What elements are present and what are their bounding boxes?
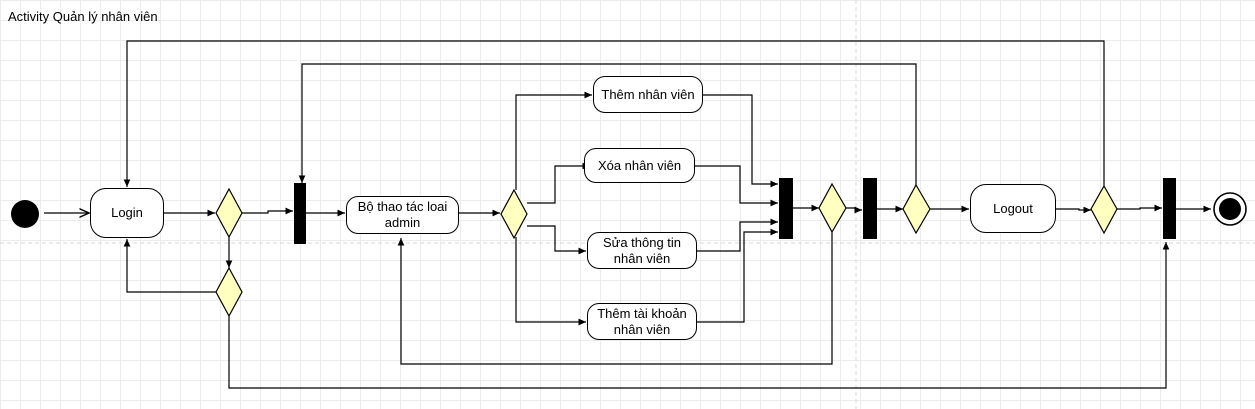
initial-node — [11, 200, 39, 228]
edge-decision6-login — [123, 40, 1105, 187]
edge-decision3-account — [515, 237, 586, 326]
edge-decision3-delete — [527, 162, 590, 204]
edge-decision2-login — [123, 239, 216, 293]
fork-bar-1 — [294, 183, 306, 244]
edge-delete-join2 — [695, 165, 778, 207]
edge-decision4-bar3 — [846, 206, 862, 214]
edge-decision2-join-final — [228, 242, 1170, 389]
decision-retry — [215, 266, 243, 318]
edge-decision4-adminops — [397, 232, 833, 365]
final-node-inner — [1219, 198, 1241, 220]
diagram-title: Activity Quản lý nhân viên — [8, 9, 158, 24]
action-login: Login — [90, 188, 164, 238]
decision-more-ops — [902, 183, 931, 235]
decision-after-logout — [1090, 184, 1118, 235]
edge-decision3-add — [515, 91, 592, 190]
edge-decision3-edit — [527, 225, 586, 255]
edge-decision6-join-final — [1117, 204, 1162, 212]
decision-continue — [818, 182, 847, 234]
edge-add-join2 — [703, 94, 778, 188]
action-add-account: Thêm tài khoản nhân viên — [587, 303, 697, 340]
action-admin-ops: Bộ thao tác loai admin — [346, 196, 459, 234]
action-delete-employee: Xóa nhân viên — [584, 148, 695, 183]
action-logout: Logout — [970, 184, 1056, 233]
edge-decision1-fork1 — [242, 207, 293, 215]
join-bar-3 — [863, 178, 877, 239]
edge-decision5-fork1 — [298, 63, 917, 185]
decision-login-check — [215, 187, 243, 239]
action-edit-employee: Sửa thông tin nhân viên — [587, 232, 697, 269]
decision-admin-op — [500, 188, 528, 240]
join-bar-final — [1163, 178, 1176, 239]
action-add-employee: Thêm nhân viên — [593, 76, 703, 113]
edge-account-join2 — [697, 228, 778, 323]
edge-logout-decision6 — [1056, 206, 1091, 214]
edge-edit-join2 — [697, 218, 778, 252]
join-bar-2 — [779, 178, 793, 239]
